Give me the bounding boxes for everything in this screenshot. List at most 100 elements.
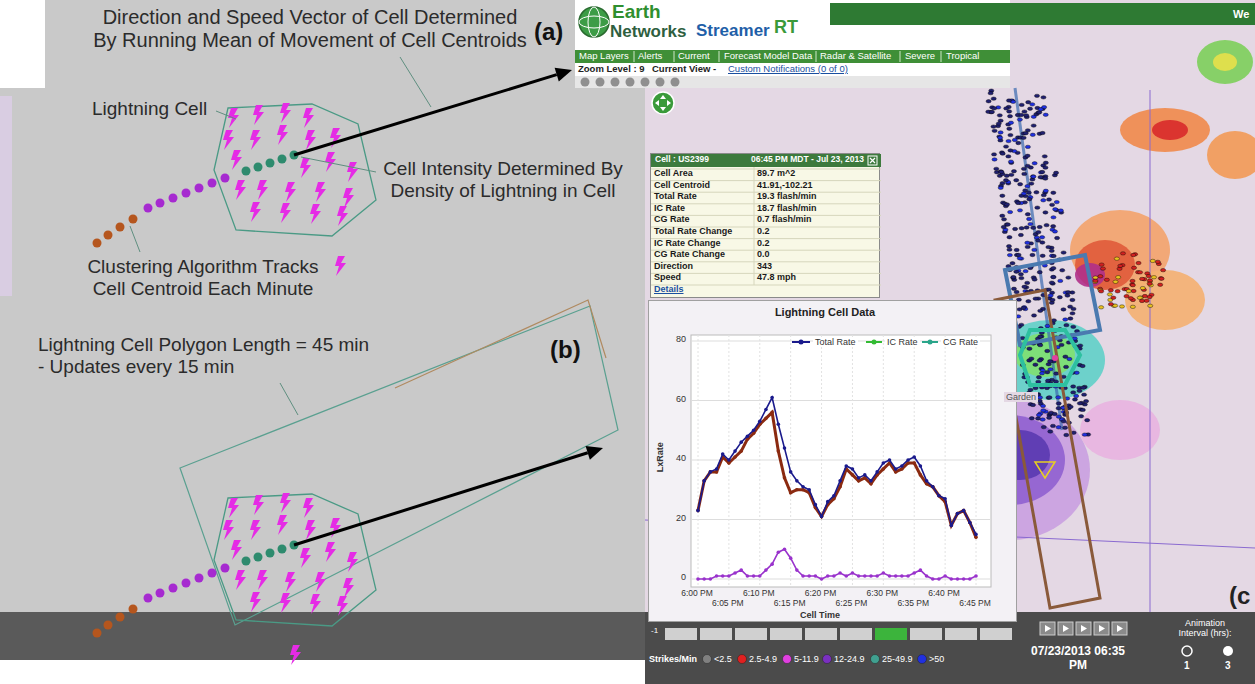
menu-separator [900,51,901,62]
lightning-stroke-dot [1000,152,1005,155]
diagram-ground [0,88,645,615]
lightning-bolt [303,498,314,518]
logo-globe-line [579,16,609,28]
lightning-bolt [290,645,301,665]
lightning-stroke-dot [1056,415,1061,418]
lightning-stroke-dot [1044,223,1049,226]
callout-text: Clustering Algorithm Tracks Cell Centroi… [78,256,328,300]
menu-item: Severe [905,51,935,62]
lightning-stroke-dot [1006,99,1011,102]
lightning-stroke-dot [1054,200,1059,203]
lightning-stroke-dot [1027,107,1032,110]
lightning-stroke-dot [1019,227,1024,230]
lightning-stroke-dot [1065,294,1070,297]
data-point [875,470,879,474]
data-point [912,455,916,459]
lightning-stroke-dot [1022,110,1027,113]
lightning-stroke-dot [1047,396,1052,399]
radio-label: 3 [1225,660,1231,672]
radar-echo [1125,270,1205,330]
lightning-stroke-dot [1068,305,1073,308]
lightning-stroke-dot [1118,264,1123,267]
centroid-dot [242,167,251,176]
data-point [715,574,719,578]
chart-title: Lightning Cell Data [649,306,1001,319]
legend-sample [738,655,747,664]
lightning-stroke-dot [1130,305,1135,308]
lightning-stroke-dot [1099,290,1104,293]
lightning-stroke-dot [1036,413,1041,416]
data-point [777,449,781,453]
panel-letter: (b) [550,336,581,364]
data-point [795,479,799,483]
lightning-stroke-dot [998,131,1003,134]
lightning-stroke-dot [1033,297,1038,300]
timeline-step [980,628,1012,640]
motion-vector-head [555,68,572,82]
lightning-stroke-dot [1037,396,1042,399]
lightning-stroke-dot [1025,213,1030,216]
data-point [912,571,916,575]
lightning-stroke-dot [1036,230,1041,233]
leader-line [301,157,376,172]
data-point [709,470,713,474]
data-point [814,503,818,507]
lightning-stroke-dot [1104,278,1109,281]
radio-button [1182,646,1192,656]
lightning-bolt [310,594,321,614]
lightning-stroke-dot [994,167,999,170]
lightning-stroke-dot [1108,289,1113,292]
legend-text: 5-11.9 [794,654,819,664]
data-point [789,470,793,474]
data-point [937,494,941,498]
lightning-stroke-dot [1038,309,1043,312]
lightning-stroke-dot [1072,398,1077,401]
lightning-stroke-dot [1063,365,1068,368]
lightning-bolt [337,596,348,616]
data-point [739,568,743,572]
playback-icon [1099,625,1105,632]
data-point [696,509,700,513]
lightning-stroke-dot [1025,145,1030,148]
lightning-stroke-dot [1037,225,1042,228]
lightning-stroke-dot [1098,275,1103,278]
data-point [869,479,873,483]
timeline-step [665,628,697,640]
lightning-stroke-dot [1018,273,1023,276]
logo-globe-line [588,7,600,37]
lightning-stroke-dot [1038,175,1043,178]
lightning-stroke-dot [1046,396,1051,399]
data-point [949,577,953,581]
map-ground [645,88,1255,615]
data-point [943,574,947,578]
legend-text: 25-49.9 [882,654,913,664]
lightning-bolt [250,592,261,612]
data-point [721,574,725,578]
lightning-stroke-dot [1113,280,1118,283]
lightning-stroke-dot [1029,417,1034,420]
centroid-dot [156,199,165,208]
radar-echo [1213,53,1237,71]
playback-icon [1063,625,1069,632]
lightning-stroke-dot [1008,149,1013,152]
lightning-stroke-dot [1040,404,1045,407]
lightning-stroke-dot [1031,175,1036,178]
menu-item: Tropical [946,51,979,62]
lightning-stroke-dot [1147,279,1152,282]
data-point [882,571,886,575]
grid-line [945,335,946,587]
pan-control-arrows [655,95,671,111]
lightning-stroke-dot [1017,118,1022,121]
lightning-stroke-dot [1064,433,1069,436]
diagram-bottom-strip [0,612,645,660]
centroid-dot [182,189,191,198]
lightning-stroke-dot [1008,133,1013,136]
centroid-dot [156,589,165,598]
lightning-stroke-dot [1056,396,1061,399]
data-point [962,509,966,513]
lightning-stroke-dot [1030,133,1035,136]
data-point [956,512,960,516]
lightning-stroke-dot [1053,208,1058,211]
